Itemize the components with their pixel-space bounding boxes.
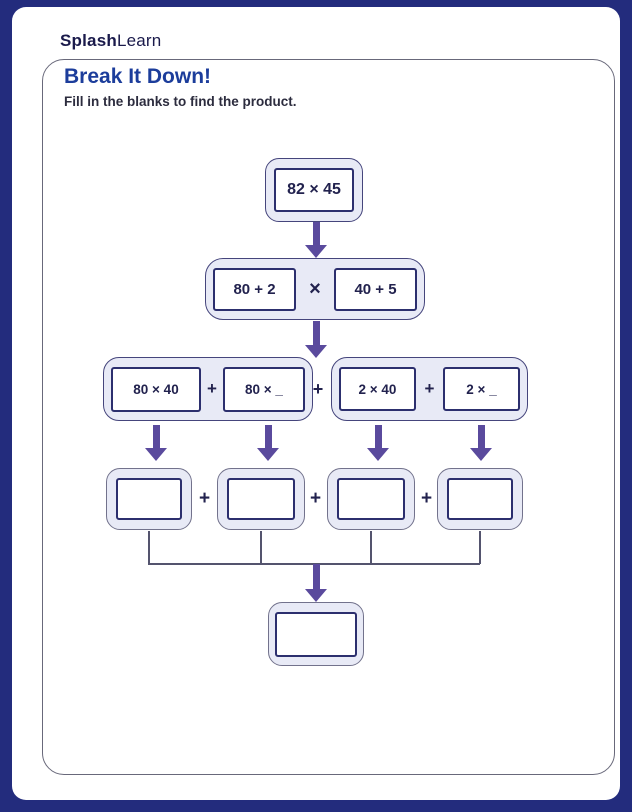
node-partial-products-right: 2 × 40 + 2 × _ <box>331 357 528 421</box>
answer-box-1[interactable] <box>116 478 182 520</box>
partial-product-box-3: 2 × 40 <box>339 367 416 411</box>
plus-operator: + <box>207 379 217 398</box>
plus-operator: + <box>198 488 211 509</box>
connector-line <box>260 531 262 564</box>
logo-text-bold: Splash <box>60 31 117 50</box>
arrow-head <box>305 345 327 358</box>
plus-operator: + <box>309 488 322 509</box>
node-partial-products-left: 80 × 40 + 80 × _ <box>103 357 313 421</box>
answer-pill-1 <box>106 468 192 530</box>
down-arrow-icon <box>470 425 492 461</box>
final-answer-pill <box>268 602 364 666</box>
factor-box-right: 40 + 5 <box>334 267 417 311</box>
arrow-shaft <box>152 425 160 448</box>
node-product-expression: 82 × 45 <box>265 158 363 222</box>
down-arrow-icon <box>257 425 279 461</box>
answer-pill-2 <box>217 468 305 530</box>
expression-box: 82 × 45 <box>274 168 354 212</box>
arrow-head <box>305 245 327 258</box>
answer-pill-3 <box>327 468 415 530</box>
arrow-head <box>470 448 492 461</box>
arrow-shaft <box>374 425 382 448</box>
factor-box-left: 80 + 2 <box>213 267 296 311</box>
down-arrow-icon <box>305 564 327 602</box>
arrow-shaft <box>477 425 485 448</box>
arrow-shaft <box>312 564 320 589</box>
connector-line <box>148 563 480 565</box>
connector-line <box>370 531 372 564</box>
connector-line <box>479 531 481 564</box>
answer-box-3[interactable] <box>337 478 405 520</box>
worksheet-instruction: Fill in the blanks to find the product. <box>64 94 297 109</box>
down-arrow-icon <box>305 222 327 258</box>
connector-line <box>148 531 150 564</box>
down-arrow-icon <box>305 321 327 358</box>
answer-box-2[interactable] <box>227 478 295 520</box>
final-answer-box[interactable] <box>275 611 357 657</box>
worksheet-title: Break It Down! <box>64 65 212 88</box>
arrow-shaft <box>264 425 272 448</box>
partial-product-box-4: 2 × _ <box>443 367 520 411</box>
arrow-shaft <box>312 321 320 345</box>
plus-operator: + <box>420 488 433 509</box>
arrow-head <box>367 448 389 461</box>
arrow-head <box>145 448 167 461</box>
plus-operator: + <box>312 378 324 399</box>
answer-box-4[interactable] <box>447 478 513 520</box>
plus-operator: + <box>424 379 435 398</box>
logo-text-regular: Learn <box>116 31 162 50</box>
down-arrow-icon <box>145 425 167 461</box>
partial-product-box-1: 80 × 40 <box>111 366 201 412</box>
splashlearn-logo: SplashLearn <box>60 31 161 51</box>
arrow-shaft <box>312 222 320 245</box>
arrow-head <box>305 589 327 602</box>
arrow-head <box>257 448 279 461</box>
multiply-operator: × <box>309 277 321 300</box>
partial-product-box-2: 80 × _ <box>223 366 305 412</box>
answer-pill-4 <box>437 468 523 530</box>
down-arrow-icon <box>367 425 389 461</box>
node-expanded-factors: 80 + 2 × 40 + 5 <box>205 258 425 320</box>
